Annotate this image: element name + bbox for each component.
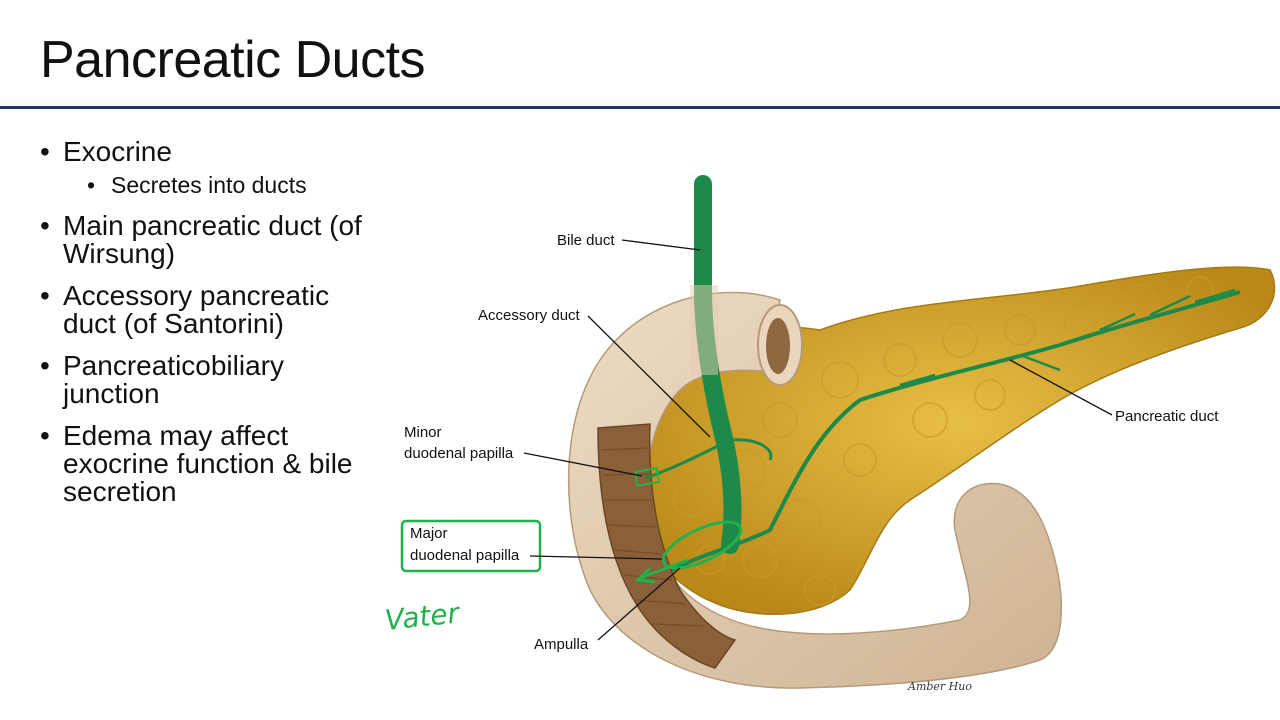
flow-arrow	[634, 558, 689, 584]
label-minor-papilla-line1: Minor	[404, 424, 442, 441]
label-bile-duct: Bile duct	[557, 232, 615, 249]
ampulla-marker	[661, 520, 743, 570]
pancreatic-duct	[671, 290, 1241, 572]
label-major-papilla-line2: duodenal papilla	[410, 547, 520, 564]
leader-lines	[523, 239, 1113, 641]
slide-title: Pancreatic Ducts	[40, 31, 426, 89]
bullet-junction: Pancreaticobiliary junction	[40, 352, 380, 408]
title-divider	[0, 106, 1280, 109]
artist-signature: Amber Huo	[907, 680, 972, 693]
bullet-main-duct: Main pancreatic duct (of Wirsung)	[40, 212, 380, 268]
bullet-list: Exocrine Secretes into ducts Main pancre…	[40, 138, 380, 520]
accessory-duct	[644, 438, 773, 480]
sub-bullet-secretes: Secretes into ducts	[87, 172, 380, 198]
minor-papilla-marker	[633, 467, 661, 487]
duodenal-wall	[597, 423, 737, 669]
duct-branches	[899, 288, 1236, 387]
annotation-vater: Vater	[383, 596, 462, 637]
label-ampulla: Ampulla	[534, 636, 589, 653]
label-accessory-duct: Accessory duct	[478, 307, 581, 324]
bullet-edema: Edema may affect exocrine function & bil…	[40, 422, 380, 506]
label-major-papilla-line1: Major	[410, 525, 448, 542]
sub-bullet-list: Secretes into ducts	[63, 172, 380, 198]
bullet-exocrine: Exocrine Secretes into ducts	[40, 136, 380, 199]
label-minor-papilla-line2: duodenal papilla	[404, 445, 514, 462]
major-papilla-box	[400, 519, 542, 573]
bullet-accessory-duct: Accessory pancreatic duct (of Santorini)	[40, 282, 380, 338]
bullet-text: Exocrine	[63, 136, 172, 167]
label-pancreatic-duct: Pancreatic duct	[1115, 408, 1219, 425]
